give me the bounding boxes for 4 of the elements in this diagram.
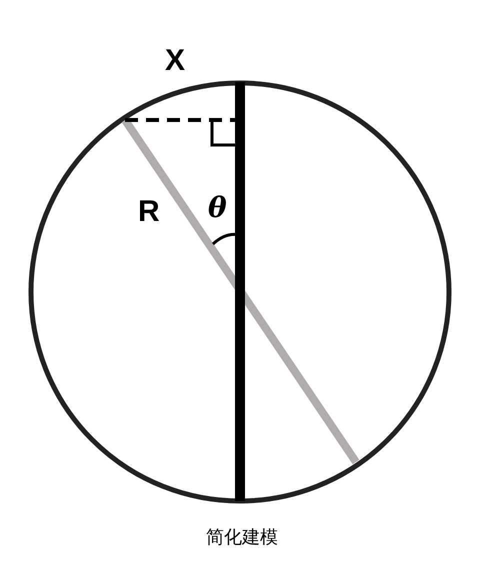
caption: 简化建模 — [205, 526, 279, 549]
axis-label: X — [165, 44, 186, 78]
angle-label: θ — [208, 191, 227, 224]
radius-label: R — [138, 195, 160, 229]
